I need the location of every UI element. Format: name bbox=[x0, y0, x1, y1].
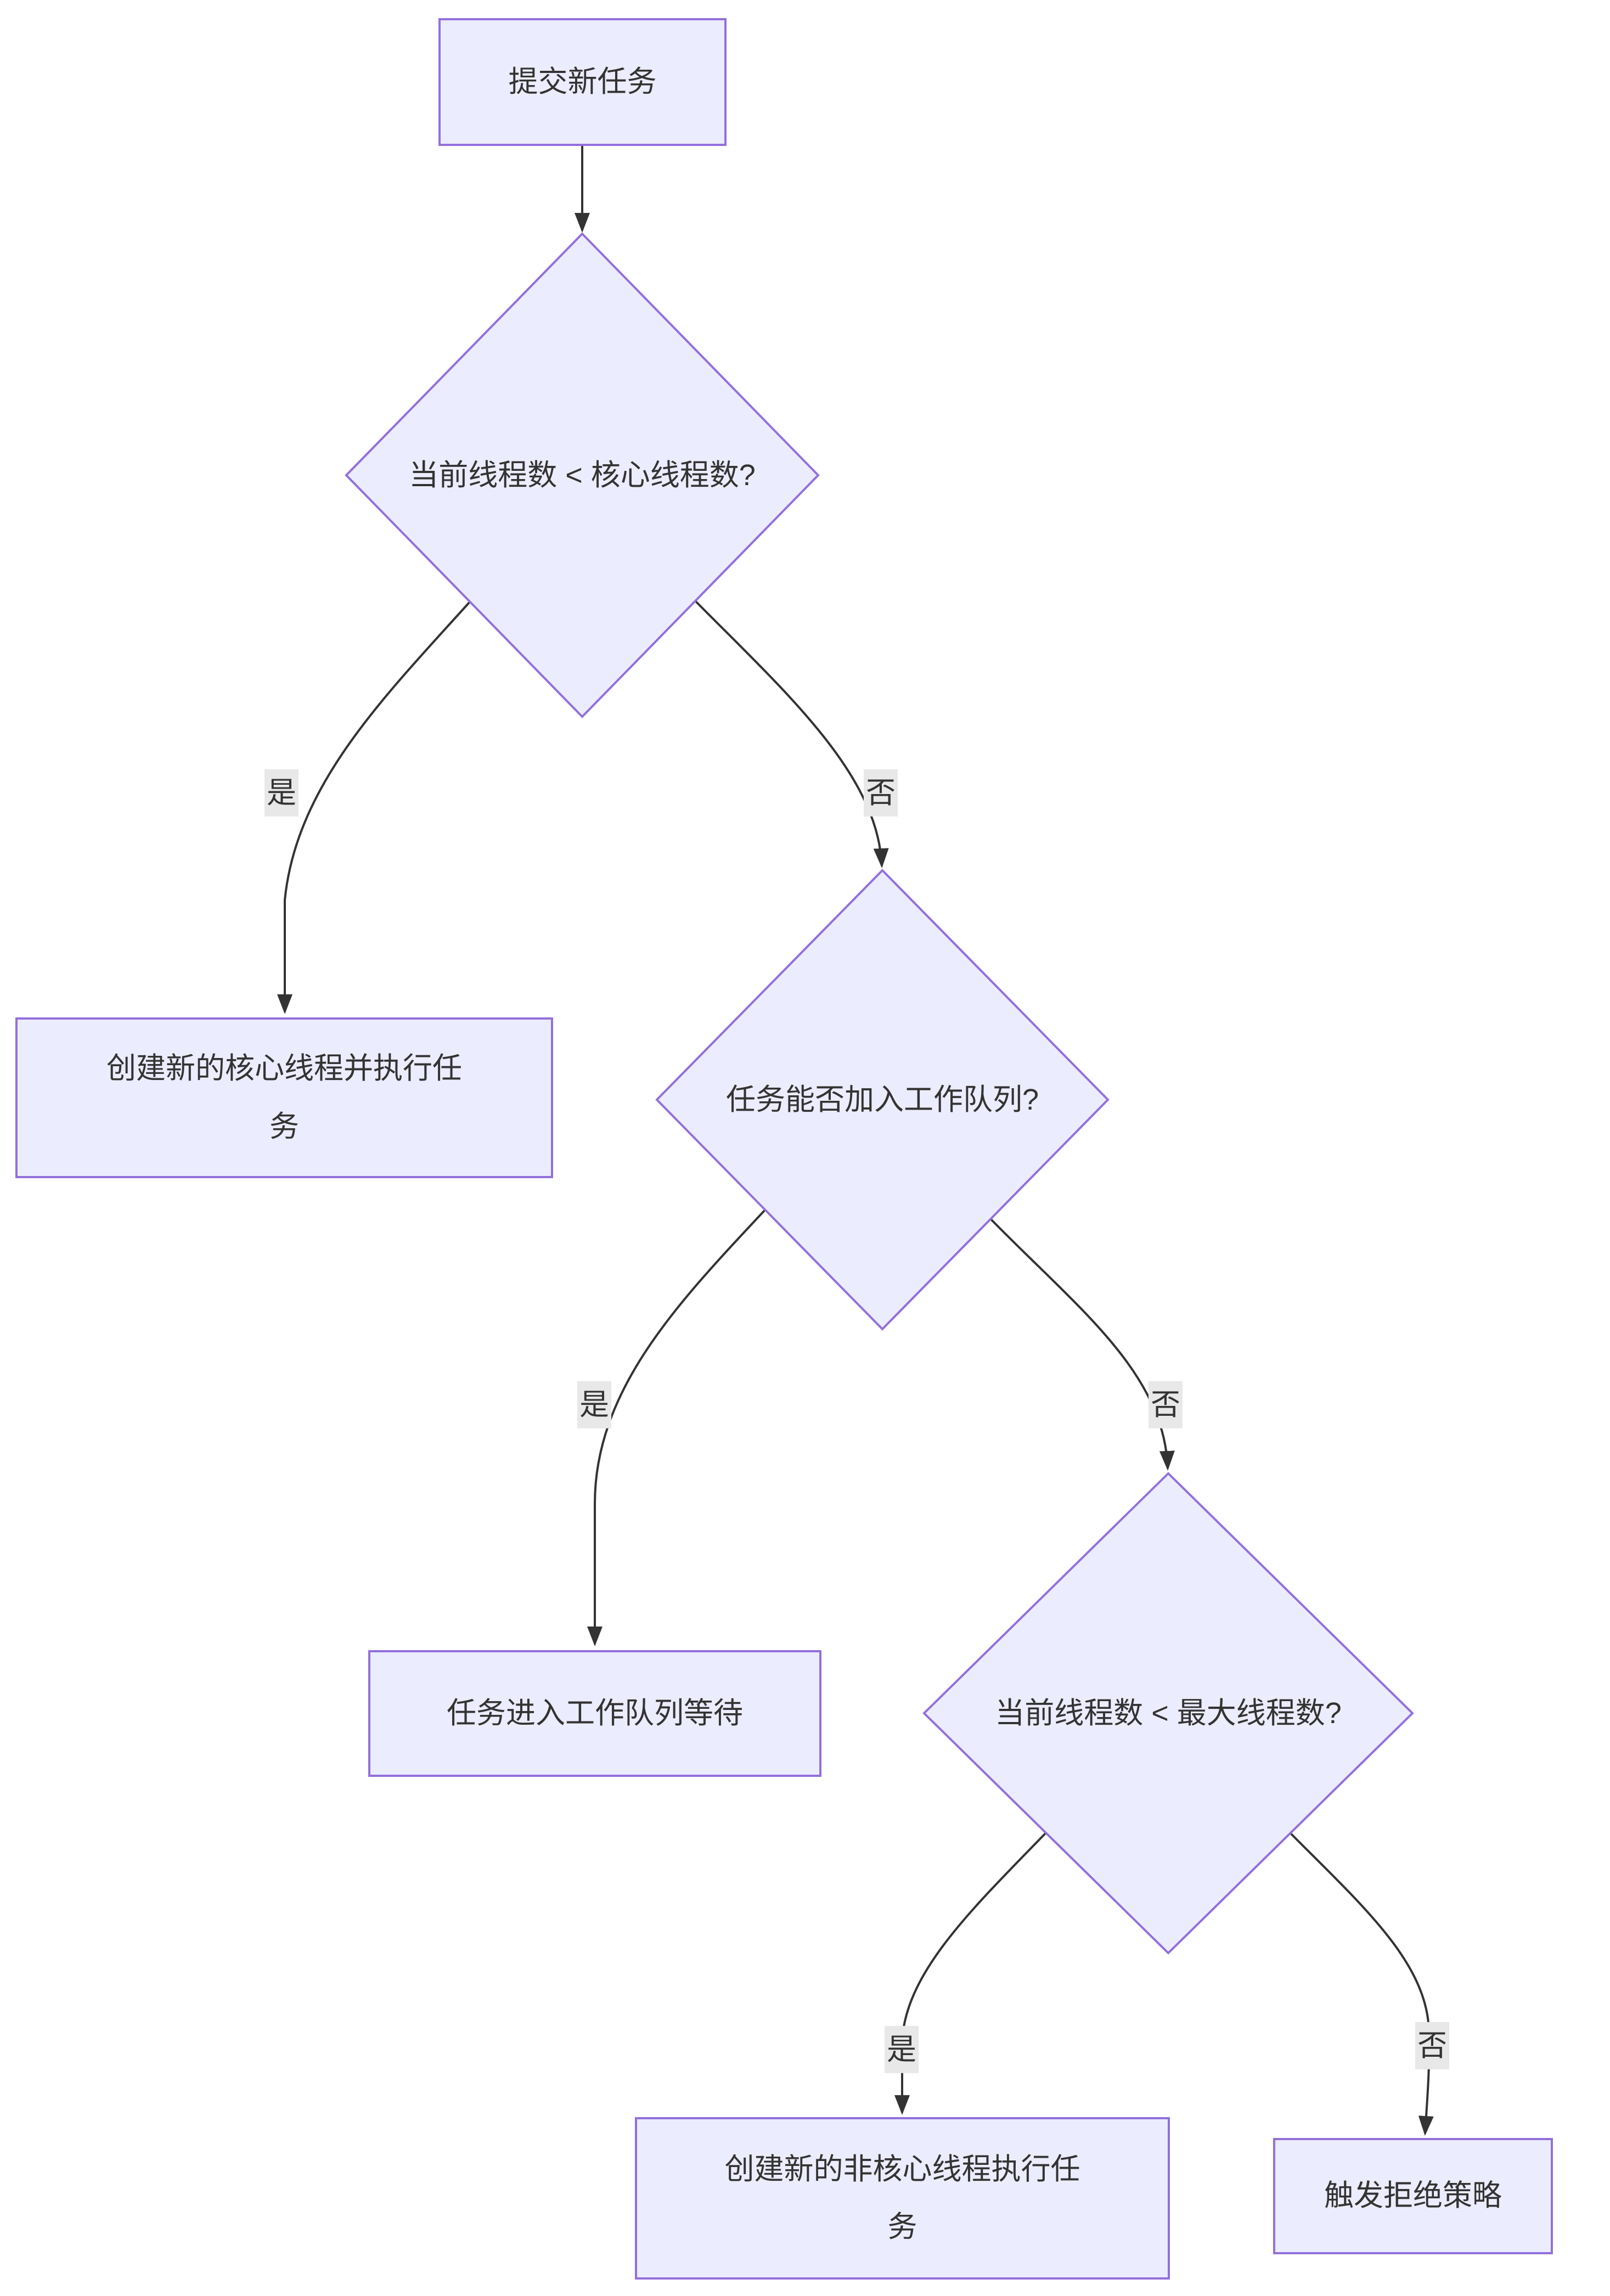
edge-label-core-yes: 是 bbox=[264, 769, 299, 817]
edge-label-max-no: 否 bbox=[1415, 2022, 1449, 2070]
edge-max-decision-no bbox=[1289, 1832, 1434, 2136]
node-create-noncore-thread: 创建新的非核心线程执行任 务 bbox=[635, 2117, 1170, 2280]
edge-queue-decision-yes bbox=[587, 1209, 766, 1646]
edge-core-decision-yes bbox=[277, 601, 470, 1014]
edge-max-decision-yes bbox=[894, 1832, 1047, 2115]
node-task-enqueued: 任务进入工作队列等待 bbox=[368, 1650, 821, 1777]
edge-label-queue-no: 否 bbox=[1149, 1381, 1183, 1429]
decision-core-threads-label: 当前线程数 < 核心线程数? bbox=[409, 458, 756, 492]
decision-join-queue-label: 任务能否加入工作队列? bbox=[725, 1083, 1039, 1116]
node-trigger-rejection: 触发拒绝策略 bbox=[1273, 2138, 1553, 2254]
decision-max-threads-label: 当前线程数 < 最大线程数? bbox=[995, 1696, 1342, 1730]
edge-label-core-no: 否 bbox=[864, 769, 898, 817]
node-submit-task-label: 提交新任务 bbox=[508, 65, 657, 98]
node-task-enqueued-label: 任务进入工作队列等待 bbox=[447, 1696, 743, 1730]
edge-label-queue-yes: 是 bbox=[577, 1381, 611, 1429]
node-create-core-thread-label: 创建新的核心线程并执行任 务 bbox=[106, 1052, 462, 1143]
node-create-noncore-thread-label: 创建新的非核心线程执行任 务 bbox=[724, 2152, 1080, 2243]
edge-label-max-yes: 是 bbox=[885, 2025, 919, 2074]
node-trigger-rejection-label: 触发拒绝策略 bbox=[1324, 2179, 1502, 2213]
node-submit-task: 提交新任务 bbox=[438, 18, 727, 146]
edge-core-decision-no bbox=[694, 600, 889, 868]
decision-core-threads-shape bbox=[345, 232, 820, 718]
edge-queue-decision-no bbox=[989, 1218, 1175, 1471]
decision-join-queue-shape bbox=[655, 869, 1110, 1331]
decision-max-threads-shape bbox=[922, 1472, 1414, 1955]
node-create-core-thread: 创建新的核心线程并执行任 务 bbox=[15, 1017, 553, 1178]
